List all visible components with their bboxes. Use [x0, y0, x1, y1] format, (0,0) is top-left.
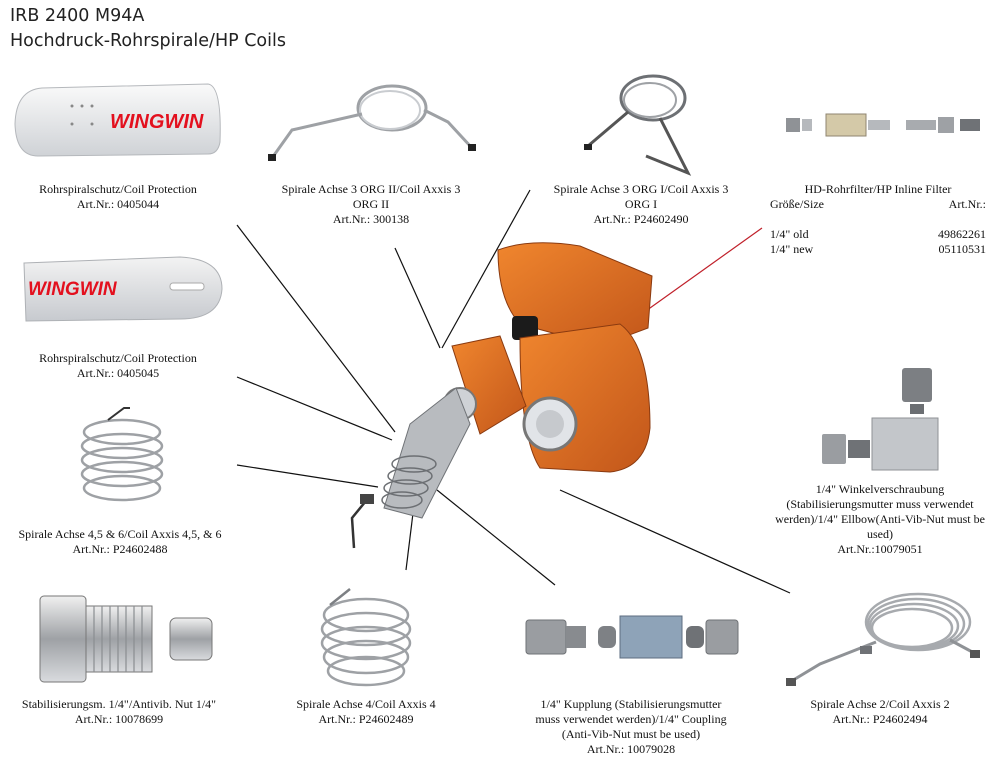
- leader-line-filter: [635, 227, 763, 319]
- spiral-axis-2-name: Spirale Achse 2/Coil Axxis 2: [810, 697, 950, 711]
- spiral-axis-4-name: Spirale Achse 4/Coil Axxis 4: [296, 697, 436, 711]
- coupling-art: Art.Nr.: 10079028: [586, 742, 676, 756]
- inline-filter-row: 1/4" old 49862261: [770, 227, 986, 242]
- caption-coil-protection-2: Rohrspiralschutz/Coil Protection Art.Nr.…: [18, 351, 218, 381]
- spiral-axis-4-art: Art.Nr.: P24602489: [318, 712, 414, 726]
- coil-protection-1-name: Rohrspiralschutz/Coil Protection: [39, 182, 197, 196]
- wingwin-logo-2: WINGWIN: [28, 279, 118, 300]
- coil-protection-2-art: Art.Nr.: 0405045: [76, 366, 160, 380]
- coil-protection-1-image: WINGWIN: [14, 83, 221, 157]
- wingwin-logo-1: WINGWIN: [110, 111, 204, 133]
- inline-filter-row-size: 1/4" new: [770, 242, 814, 256]
- caption-spiral-axis-3-org1: Spirale Achse 3 ORG I/Coil Axxis 3 ORG I…: [536, 182, 746, 227]
- coupling-image: [525, 615, 739, 659]
- inline-filter-row: 1/4" new 05110531: [770, 242, 986, 257]
- coupling-line2: muss verwendet werden)/1/4" Coupling: [535, 712, 727, 726]
- inline-filter-row-size: 1/4" old: [770, 227, 809, 241]
- inline-filter-art-header: Art.Nr.:: [948, 197, 986, 211]
- caption-coupling: 1/4" Kupplung (Stabilisierungsmutter mus…: [516, 697, 746, 757]
- spiral-axis-456-name: Spirale Achse 4,5 & 6/Coil Axxis 4,5, & …: [18, 527, 222, 541]
- elbow-image: [822, 368, 939, 471]
- stabilizer-nut-art: Art.Nr.: 10078699: [74, 712, 164, 726]
- inline-filter-image: [786, 113, 980, 137]
- robot-image: [350, 242, 653, 549]
- coil-protection-2-name: Rohrspiralschutz/Coil Protection: [39, 351, 197, 365]
- elbow-art: Art.Nr.:10079051: [837, 542, 923, 556]
- coil-protection-2-image: WINGWIN: [23, 256, 223, 322]
- leader-line-coupling: [436, 489, 556, 586]
- caption-inline-filter: HD-Rohrfilter/HP Inline Filter Größe/Siz…: [770, 182, 986, 257]
- inline-filter-row-art: 05110531: [938, 242, 986, 256]
- inline-filter-size-header: Größe/Size: [770, 197, 824, 211]
- stabilizer-nut-image: [39, 595, 213, 683]
- inline-filter-row-art: 49862261: [938, 227, 986, 241]
- caption-spiral-axis-3-org2: Spirale Achse 3 ORG II/Coil Axxis 3 ORG …: [266, 182, 476, 227]
- spiral-axis-456-art: Art.Nr.: P24602488: [72, 542, 168, 556]
- caption-spiral-axis-2: Spirale Achse 2/Coil Axxis 2 Art.Nr.: P2…: [782, 697, 978, 727]
- spiral-axis-3-org1-art: Art.Nr.: P24602490: [593, 212, 689, 226]
- coupling-line3: (Anti-Vib-Nut must be used): [561, 727, 701, 741]
- elbow-text: 1/4" Winkelverschraubung (Stabilisierung…: [775, 482, 985, 541]
- leader-line-axis456: [236, 464, 379, 488]
- leader-line-coil-protection-1: [236, 224, 396, 433]
- caption-spiral-axis-4: Spirale Achse 4/Coil Axxis 4 Art.Nr.: P2…: [278, 697, 454, 727]
- caption-coil-protection-1: Rohrspiralschutz/Coil Protection Art.Nr.…: [18, 182, 218, 212]
- spiral-axis-2-image: [786, 592, 980, 686]
- coupling-line1: 1/4" Kupplung (Stabilisierungsmutter: [540, 697, 722, 711]
- leader-line-axis2: [559, 489, 791, 594]
- caption-spiral-axis-456: Spirale Achse 4,5 & 6/Coil Axxis 4,5, & …: [6, 527, 234, 557]
- inline-filter-name: HD-Rohrfilter/HP Inline Filter: [804, 182, 952, 196]
- leader-line-axis3-org1: [441, 189, 531, 349]
- coil-protection-1-art: Art.Nr.: 0405044: [76, 197, 160, 211]
- spiral-axis-3-org1-line2: ORG I: [624, 197, 658, 211]
- caption-stabilizer-nut: Stabilisierungsm. 1/4"/Antivib. Nut 1/4"…: [6, 697, 232, 727]
- page-subtitle: Hochdruck-Rohrspirale/HP Coils: [10, 31, 286, 51]
- leader-line-coil-protection-2: [236, 376, 393, 441]
- spiral-axis-2-art: Art.Nr.: P24602494: [832, 712, 928, 726]
- page-title: IRB 2400 M94A: [10, 6, 145, 26]
- spiral-axis-3-org1-line1: Spirale Achse 3 ORG I/Coil Axxis 3: [553, 182, 729, 196]
- spiral-axis-3-org2-line2: ORG II: [352, 197, 390, 211]
- spiral-axis-456-image: [80, 407, 164, 502]
- stabilizer-nut-name: Stabilisierungsm. 1/4"/Antivib. Nut 1/4": [21, 697, 217, 711]
- spiral-axis-4-image: [320, 588, 412, 687]
- spiral-axis-3-org1-image: [584, 74, 692, 176]
- caption-elbow: 1/4" Winkelverschraubung (Stabilisierung…: [772, 482, 988, 557]
- spiral-axis-3-org2-line1: Spirale Achse 3 ORG II/Coil Axxis 3: [281, 182, 461, 196]
- spiral-axis-3-org2-image: [268, 84, 476, 161]
- spiral-axis-3-org2-art: Art.Nr.: 300138: [332, 212, 410, 226]
- leader-line-axis3-org2: [394, 247, 441, 349]
- inline-filter-header-row: Größe/Size Art.Nr.:: [770, 197, 986, 212]
